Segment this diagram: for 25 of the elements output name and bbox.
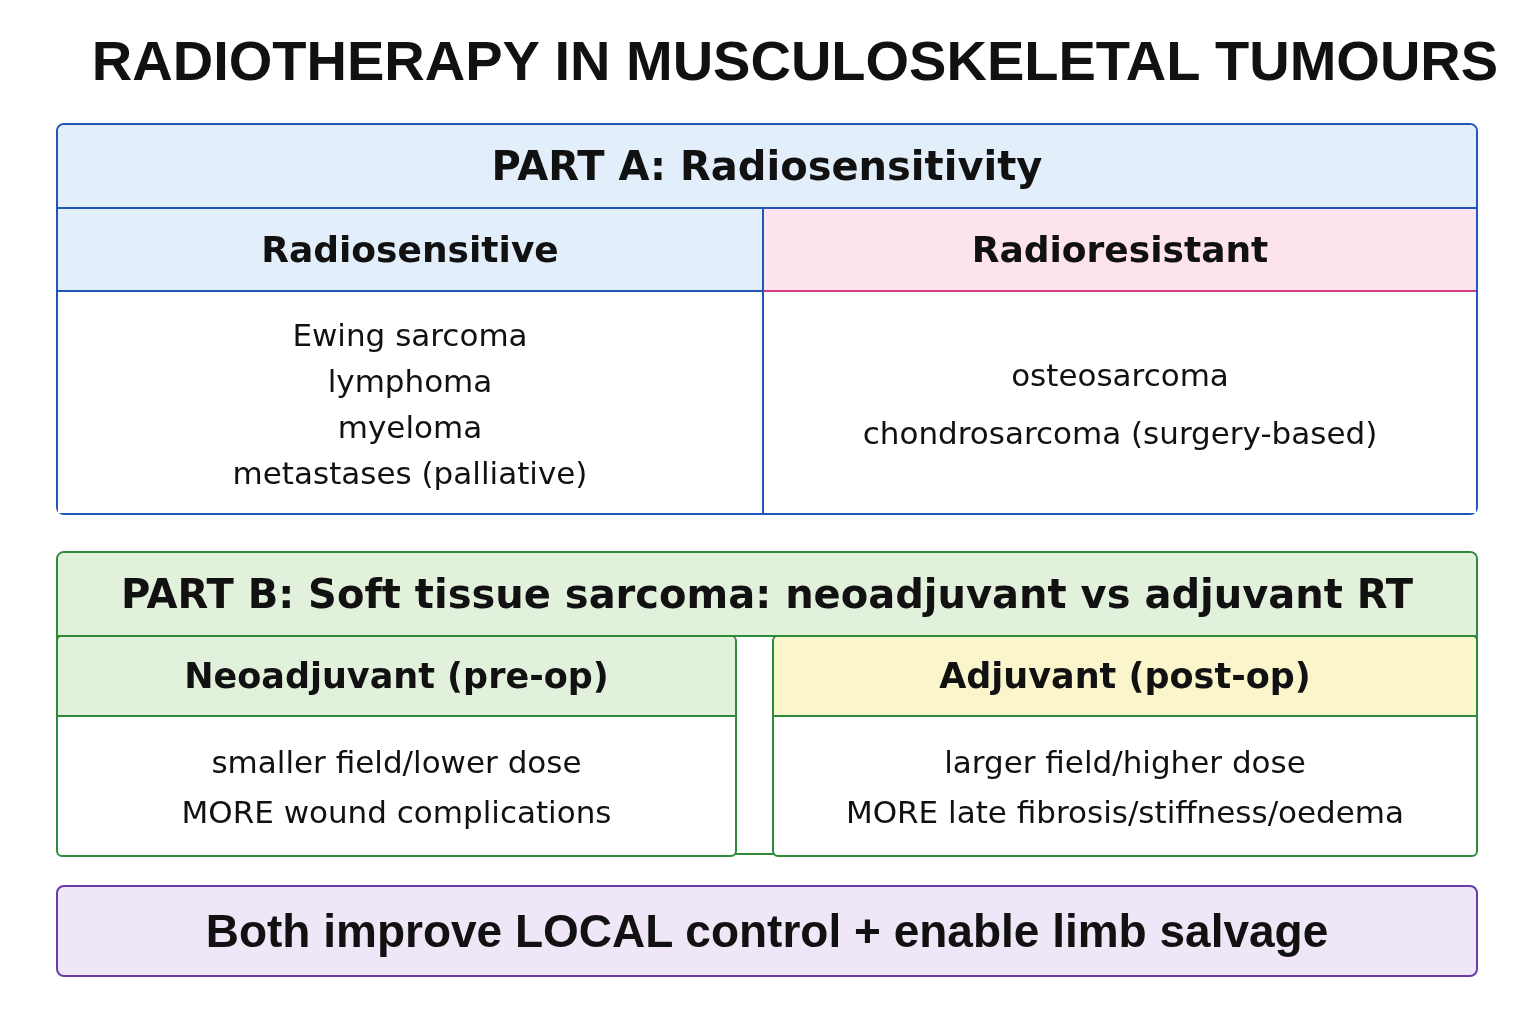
column-heading: Radiosensitive: [58, 209, 762, 292]
list-item: chondrosarcoma (surgery-based): [862, 414, 1378, 451]
list-item: osteosarcoma: [1011, 356, 1229, 393]
list-item: smaller field/lower dose: [211, 744, 582, 780]
list-item: MORE wound complications: [181, 794, 612, 830]
list-item: MORE late fibrosis/stiffness/oedema: [845, 794, 1405, 830]
list-item: larger field/higher dose: [944, 744, 1306, 780]
section-heading: PART B: Soft tissue sarcoma: neoadjuvant vs adjuvant RT: [58, 553, 1476, 637]
list-item: metastases (palliative): [232, 454, 588, 491]
list-item: myeloma: [337, 408, 483, 445]
section-heading: PART A: Radiosensitivity: [58, 125, 1476, 209]
section-panel: [56, 123, 1478, 515]
column-heading: Radioresistant: [764, 209, 1476, 292]
summary-banner: [56, 885, 1478, 977]
list-item: lymphoma: [327, 362, 493, 399]
title: RADIOTHERAPY IN MUSCULOSKELETAL TUMOURS: [90, 28, 1500, 93]
column-heading: Neoadjuvant (pre-op): [58, 637, 735, 717]
list-item: Ewing sarcoma: [292, 316, 528, 353]
table-column: [58, 209, 764, 513]
section-panel: [56, 551, 1478, 855]
table-column: [764, 209, 1476, 513]
column-heading: Adjuvant (post-op): [774, 637, 1476, 717]
summary-text: Both improve LOCAL control + enable limb salvage: [205, 904, 1329, 958]
option-card: [772, 635, 1478, 857]
option-card: [56, 635, 737, 857]
